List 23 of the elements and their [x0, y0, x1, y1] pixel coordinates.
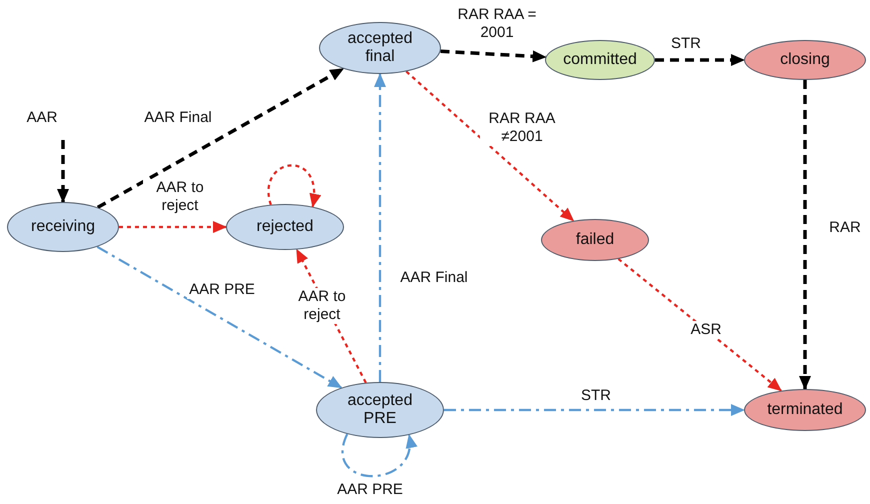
arrow: [799, 80, 811, 390]
state-name: terminated: [767, 400, 843, 420]
arrow: [618, 258, 782, 392]
state-name: receiving: [30, 218, 96, 236]
arrow: [119, 221, 227, 233]
arrow: [440, 50, 547, 62]
arrow: [406, 70, 574, 222]
arrow: [342, 434, 416, 478]
arrow: [267, 164, 320, 208]
arrow: [96, 67, 344, 209]
state-name: accepted final: [346, 30, 414, 66]
edge-label: AAR PRE: [187, 281, 257, 299]
arrow: [444, 404, 745, 416]
state-name: rejected: [256, 218, 314, 236]
arrow: [655, 54, 745, 66]
state-name: failed: [576, 230, 614, 250]
state-name: closing: [780, 50, 830, 70]
arrow: [96, 246, 342, 389]
arrow: [57, 140, 69, 203]
state-name: committed: [563, 50, 637, 70]
edge-label: ASR: [688, 321, 724, 339]
arrow: [374, 73, 386, 382]
state-name: accepted PRE: [346, 392, 414, 428]
